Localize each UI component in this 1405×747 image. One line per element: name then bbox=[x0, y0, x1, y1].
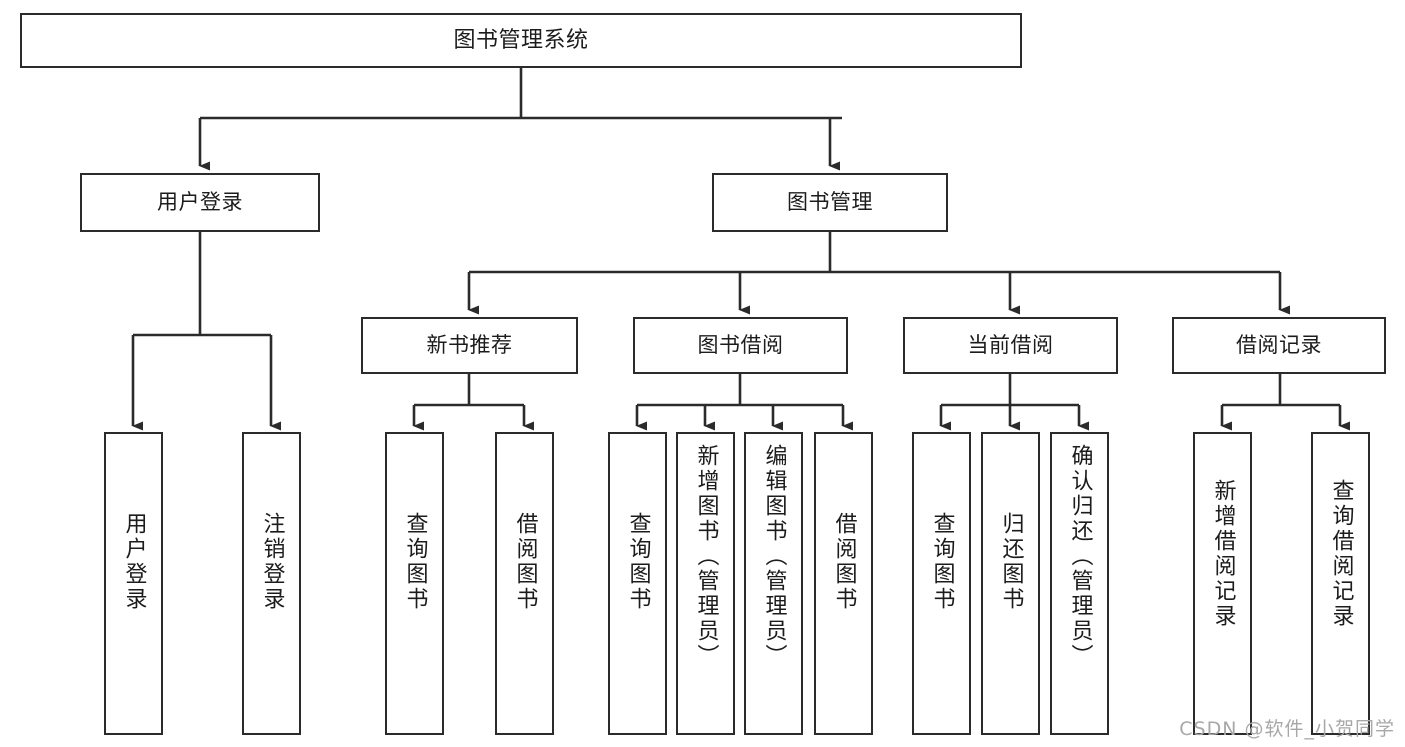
node-leaf-return-book[interactable]: 归还图书 bbox=[981, 432, 1040, 735]
node-current-borrow[interactable]: 当前借阅 bbox=[903, 317, 1118, 374]
node-leaf-query-book-3[interactable]: 查询图书 bbox=[912, 432, 971, 735]
node-leaf-add-book-label: 新增图书（管理员） bbox=[693, 444, 719, 669]
node-leaf-borrow-book-2[interactable]: 借阅图书 bbox=[814, 432, 873, 735]
node-book-manage-label: 图书管理 bbox=[787, 190, 873, 215]
node-user-login-label: 用户登录 bbox=[157, 190, 243, 215]
node-leaf-user-logout-label: 注销登录 bbox=[259, 512, 285, 612]
node-borrow-record[interactable]: 借阅记录 bbox=[1172, 317, 1386, 374]
node-leaf-query-book-2[interactable]: 查询图书 bbox=[608, 432, 667, 735]
node-leaf-query-book-1[interactable]: 查询图书 bbox=[385, 432, 444, 735]
node-leaf-confirm-return-label: 确认归还（管理员） bbox=[1067, 444, 1093, 669]
node-leaf-borrow-book-1-label: 借阅图书 bbox=[512, 512, 538, 612]
node-borrow-record-label: 借阅记录 bbox=[1236, 333, 1322, 358]
node-leaf-query-record[interactable]: 查询借阅记录 bbox=[1311, 432, 1370, 735]
node-new-book-recommend[interactable]: 新书推荐 bbox=[361, 317, 578, 374]
node-root-label: 图书管理系统 bbox=[453, 27, 589, 53]
node-leaf-query-record-label: 查询借阅记录 bbox=[1328, 479, 1354, 629]
node-leaf-user-logout[interactable]: 注销登录 bbox=[242, 432, 301, 735]
node-leaf-user-login-label: 用户登录 bbox=[121, 512, 147, 612]
node-leaf-user-login[interactable]: 用户登录 bbox=[104, 432, 163, 735]
node-leaf-query-book-2-label: 查询图书 bbox=[625, 512, 651, 612]
node-book-borrow-label: 图书借阅 bbox=[697, 333, 784, 358]
node-leaf-add-book[interactable]: 新增图书（管理员） bbox=[676, 432, 735, 735]
node-leaf-borrow-book-2-label: 借阅图书 bbox=[831, 512, 857, 612]
node-leaf-return-book-label: 归还图书 bbox=[998, 512, 1024, 612]
node-leaf-add-record-label: 新增借阅记录 bbox=[1210, 479, 1236, 629]
node-book-borrow[interactable]: 图书借阅 bbox=[633, 317, 848, 374]
node-leaf-edit-book-label: 编辑图书（管理员） bbox=[761, 444, 787, 669]
node-leaf-query-book-3-label: 查询图书 bbox=[929, 512, 955, 612]
node-book-manage[interactable]: 图书管理 bbox=[712, 173, 948, 232]
node-leaf-add-record[interactable]: 新增借阅记录 bbox=[1193, 432, 1252, 735]
node-current-borrow-label: 当前借阅 bbox=[967, 333, 1054, 358]
node-new-book-recommend-label: 新书推荐 bbox=[426, 333, 513, 358]
node-root-book-management-system[interactable]: 图书管理系统 bbox=[20, 13, 1022, 68]
node-leaf-query-book-1-label: 查询图书 bbox=[402, 512, 428, 612]
node-leaf-borrow-book-1[interactable]: 借阅图书 bbox=[495, 432, 554, 735]
node-user-login[interactable]: 用户登录 bbox=[80, 173, 320, 232]
node-leaf-edit-book[interactable]: 编辑图书（管理员） bbox=[744, 432, 803, 735]
csdn-watermark: CSDN @软件_小贺同学 bbox=[1179, 718, 1395, 740]
node-leaf-confirm-return[interactable]: 确认归还（管理员） bbox=[1050, 432, 1109, 735]
